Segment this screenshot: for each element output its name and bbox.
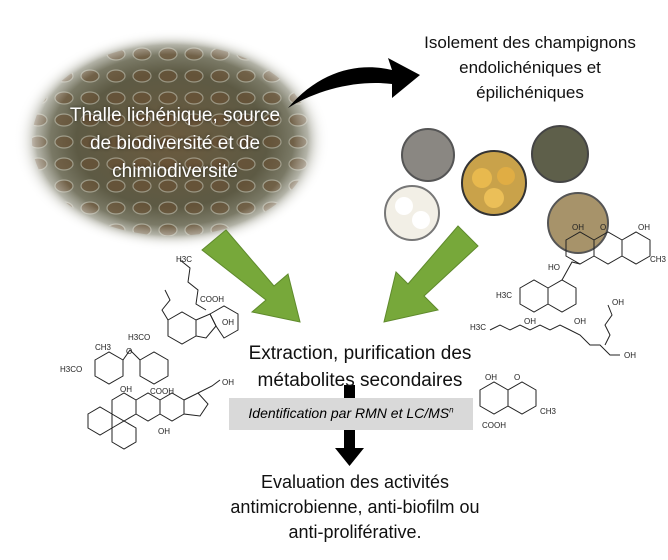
svg-text:OH: OH (638, 223, 650, 232)
caption-line: endolichéniques et (459, 58, 601, 77)
svg-text:O: O (514, 373, 520, 382)
caption-line: Thalle lichénique, source (69, 105, 281, 126)
svg-text:OH: OH (158, 427, 170, 436)
svg-text:OH: OH (524, 317, 536, 326)
svg-text:OH: OH (574, 317, 586, 326)
caption-line: métabolites secondaires (257, 370, 463, 391)
svg-text:CH3: CH3 (540, 407, 557, 416)
svg-text:OH: OH (572, 223, 584, 232)
caption-line: Extraction, purification des (248, 343, 472, 364)
extraction-caption: Extraction, purification des métabolites… (215, 340, 505, 394)
svg-text:O: O (126, 347, 132, 356)
svg-text:O: O (600, 223, 606, 232)
chem-structures-left (87, 259, 239, 450)
svg-text:COOH: COOH (482, 421, 506, 430)
caption-line: Evaluation des activités (260, 472, 450, 492)
caption-line: antimicrobienne, anti-biofilm ou (230, 497, 480, 517)
svg-text:OH: OH (485, 373, 497, 382)
svg-text:OH: OH (222, 318, 234, 327)
identification-box: Identification par RMN et LC/MSn (229, 398, 473, 430)
curved-arrow-black (288, 58, 420, 108)
svg-text:CH3: CH3 (95, 343, 112, 352)
caption-line: chimiodiversité (112, 161, 238, 182)
svg-text:H3C: H3C (496, 291, 512, 300)
caption-line: de biodiversité et de (89, 133, 261, 154)
svg-text:HO: HO (548, 263, 560, 272)
svg-text:OH: OH (624, 351, 636, 360)
caption-line: anti-proliférative. (288, 522, 422, 542)
caption-line: Isolement des champignons (424, 33, 636, 52)
petri-dishes (384, 125, 609, 254)
green-arrow-right (383, 225, 479, 323)
svg-text:OH: OH (120, 385, 132, 394)
chem-labels: H3C COOH OH H3CO CH3 O H3CO COOH OH OH O… (60, 223, 667, 436)
evaluation-caption: Evaluation des activités antimicrobienne… (190, 470, 520, 545)
svg-text:COOH: COOH (200, 295, 224, 304)
caption-line: épilichéniques (476, 83, 584, 102)
svg-text:H3CO: H3CO (60, 365, 82, 374)
svg-text:OH: OH (222, 378, 234, 387)
identification-superscript: n (449, 405, 454, 415)
svg-text:COOH: COOH (150, 387, 174, 396)
svg-text:H3CO: H3CO (128, 333, 150, 342)
identification-label: Identification par RMN et LC/MS (248, 405, 450, 421)
down-arrow-black (335, 430, 364, 466)
lichen-caption: Thalle lichénique, source de biodiversit… (45, 102, 305, 186)
svg-text:H3C: H3C (470, 323, 486, 332)
isolation-caption: Isolement des champignons endolichénique… (385, 30, 668, 105)
svg-text:OH: OH (612, 298, 624, 307)
svg-text:CH3: CH3 (650, 255, 667, 264)
svg-text:H3C: H3C (176, 255, 192, 264)
green-arrow-left (201, 229, 301, 323)
connector-bar (344, 385, 355, 399)
chem-structures-right (479, 231, 651, 415)
lichen-photo (10, 26, 334, 254)
